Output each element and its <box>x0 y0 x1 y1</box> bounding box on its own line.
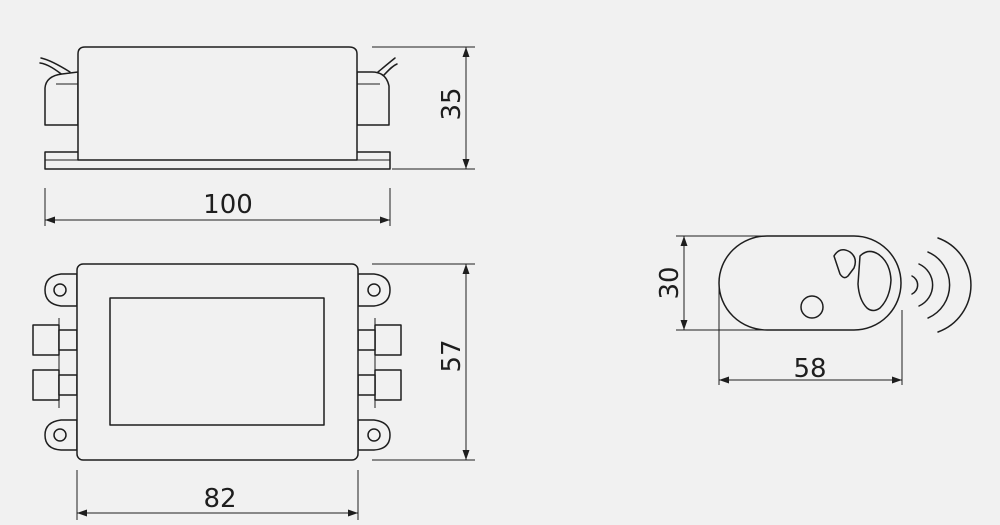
mounting-ear-bottom-left <box>44 419 78 451</box>
right-cable-gland <box>356 71 390 126</box>
receiver-top-view <box>32 263 402 461</box>
dimension-receiver-depth: 57 <box>372 263 475 461</box>
remote-control <box>718 235 972 333</box>
mounting-hole-top-right <box>367 283 381 297</box>
mounting-ear-bottom-right <box>357 419 391 451</box>
mounting-hole-bottom-left <box>53 428 67 442</box>
right-wire-2 <box>382 63 398 77</box>
remote-length-label: 58 <box>793 354 826 384</box>
receiver-length-label: 100 <box>203 190 253 220</box>
receiver-side-view <box>39 46 398 170</box>
receiver-body-length-label: 82 <box>203 484 236 514</box>
mounting-hole-bottom-right <box>367 428 381 442</box>
remote-button-large <box>857 250 892 312</box>
signal-waves-icon <box>911 237 972 333</box>
right-cable-clamp-upper <box>374 324 402 356</box>
left-wire <box>40 57 71 73</box>
mounting-ear-top-left <box>44 273 78 307</box>
receiver-body-top <box>76 263 359 461</box>
left-cable-clamp-upper <box>32 324 60 356</box>
remote-button-small <box>833 249 857 279</box>
dimension-receiver-length: 100 <box>44 188 391 226</box>
dimension-receiver-body-length: 82 <box>76 470 359 520</box>
receiver-depth-label: 57 <box>437 339 467 372</box>
right-cable-clamp-lower <box>374 369 402 401</box>
left-cable-clamp-lower <box>32 369 60 401</box>
mounting-hole-top-left <box>53 283 67 297</box>
left-cable-gland <box>44 71 79 126</box>
right-wire <box>377 57 396 73</box>
dimension-remote-height: 30 <box>655 235 767 331</box>
remote-led-indicator <box>800 295 824 319</box>
receiver-lid-panel <box>109 297 325 426</box>
remote-height-label: 30 <box>655 266 685 299</box>
dimension-remote-length: 58 <box>718 283 903 385</box>
receiver-body-side <box>77 46 358 161</box>
remote-body <box>718 235 902 331</box>
mounting-ear-top-right <box>357 273 391 307</box>
receiver-height-label: 35 <box>437 87 467 120</box>
dimension-receiver-height: 35 <box>372 46 475 170</box>
